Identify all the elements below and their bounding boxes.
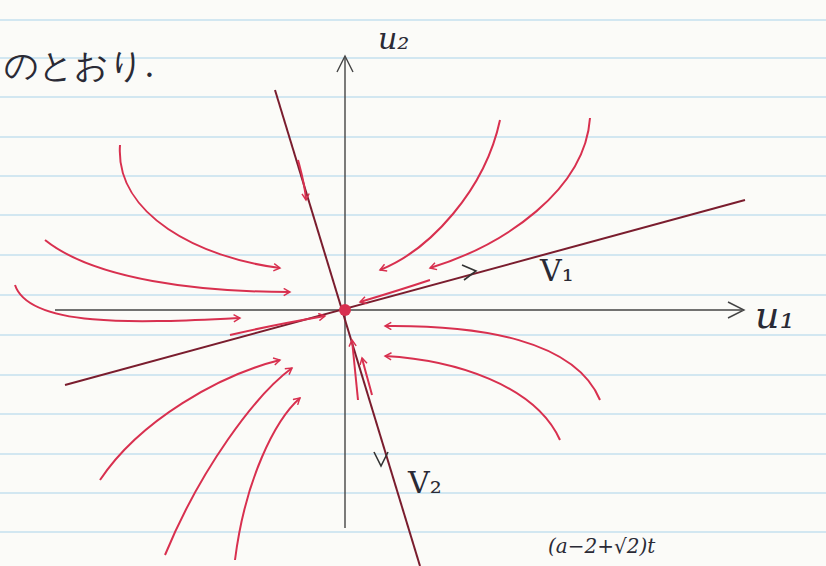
- note-text: のとおり.: [4, 48, 155, 82]
- exponent-note: (a−2+√2)t: [548, 536, 655, 556]
- vector-label: V₂: [408, 468, 442, 498]
- axis-label: u₂: [378, 24, 409, 54]
- trajectories: [15, 118, 600, 560]
- vector-label: V₁: [540, 256, 574, 286]
- eigen-vector-arrows: [374, 265, 476, 466]
- axes: [55, 56, 744, 528]
- eigen-lines: [65, 90, 745, 566]
- axis-label: u₁: [755, 296, 795, 334]
- ruled-lines: [0, 20, 826, 532]
- equilibrium-point: [339, 304, 351, 316]
